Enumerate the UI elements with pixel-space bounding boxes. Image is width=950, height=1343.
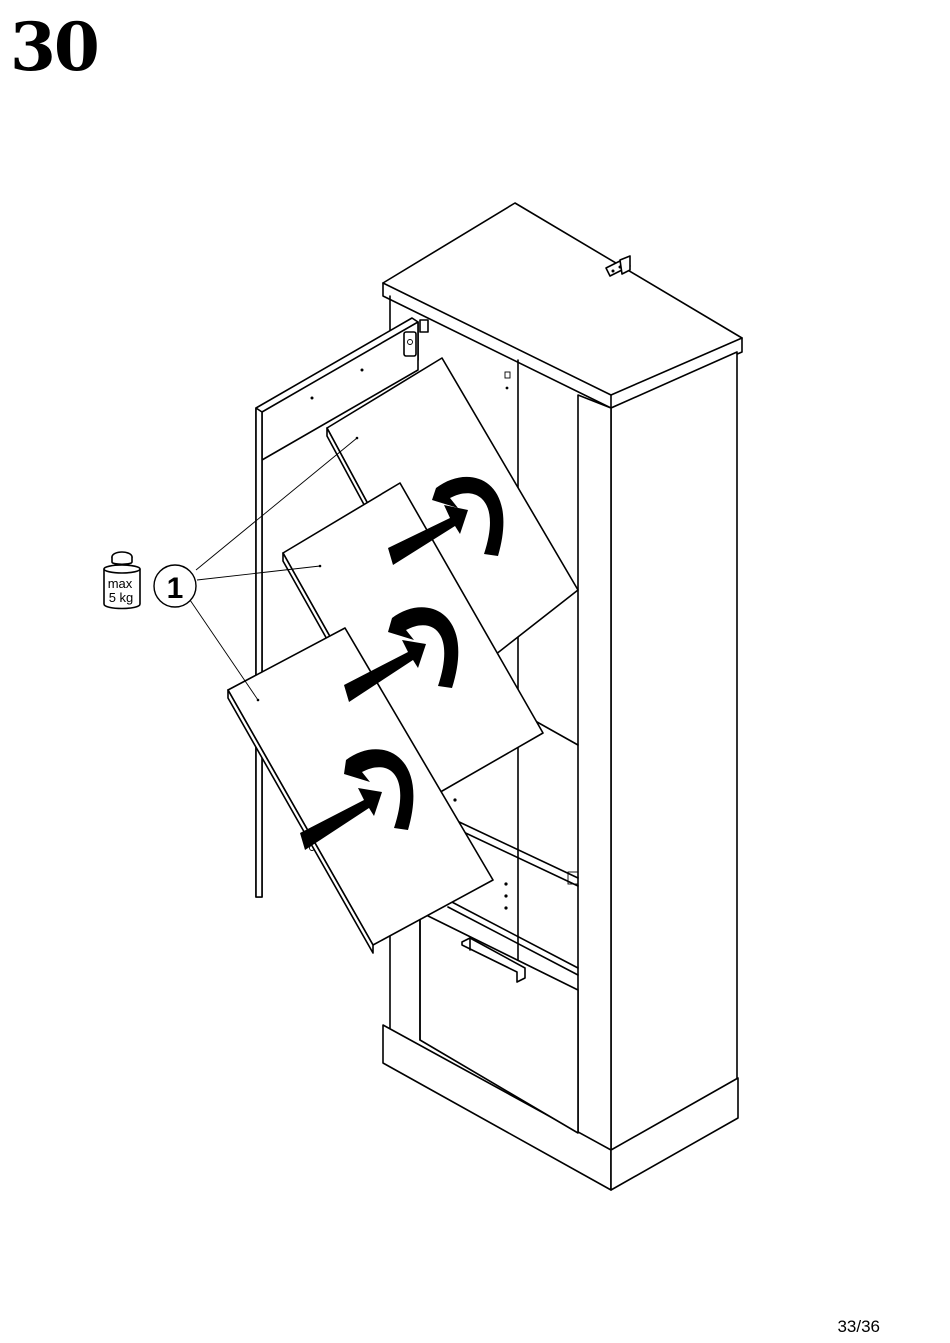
- part-callout: 1: [154, 565, 196, 607]
- cabinet-right-side: [611, 352, 737, 1152]
- part-callout-label: 1: [167, 572, 184, 605]
- page-number: 33/36: [837, 1317, 880, 1337]
- weight-icon-max: max: [108, 576, 133, 591]
- weight-icon-limit: 5 kg: [109, 590, 134, 605]
- cabinet-front-edge: [578, 395, 611, 1152]
- weight-icon: max 5 kg: [104, 552, 140, 609]
